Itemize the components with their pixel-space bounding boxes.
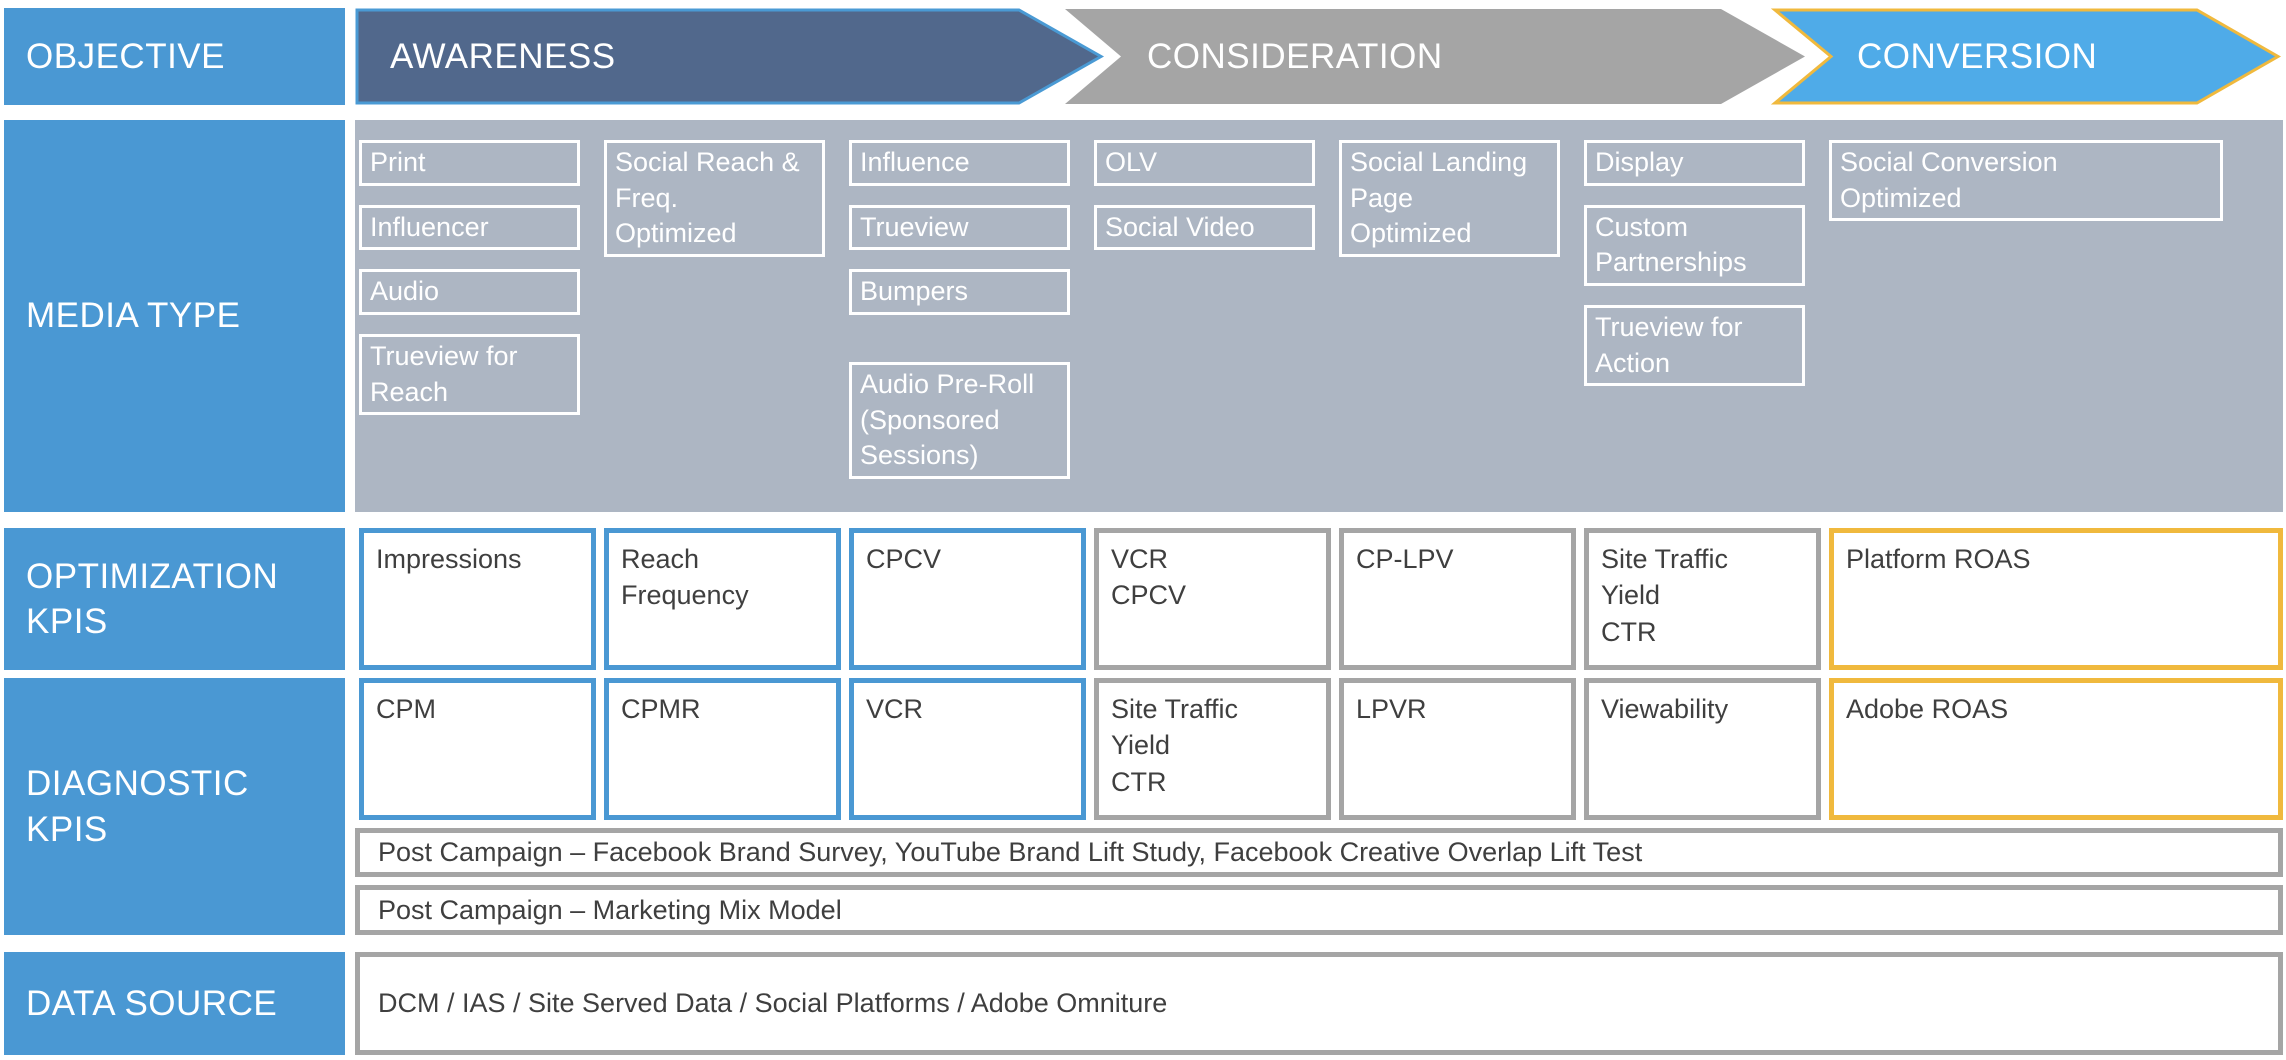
optimization-kpi-box: VCR CPCV xyxy=(1094,528,1331,670)
media-type-box: Influence xyxy=(849,140,1070,186)
media-column-awareness-2: Social Reach & Freq. Optimized xyxy=(604,140,841,479)
funnel-arrows-graphic xyxy=(355,8,2282,105)
optimization-kpi-box: CP-LPV xyxy=(1339,528,1576,670)
media-type-box: Audio xyxy=(359,269,580,315)
optimization-kpi-box: Reach Frequency xyxy=(604,528,841,670)
media-column-conversion-2: Social Conversion Optimized xyxy=(1829,140,2283,479)
diagnostic-kpi-box: Viewability xyxy=(1584,678,1821,820)
diagnostic-kpi-box: LPVR xyxy=(1339,678,1576,820)
media-column-awareness-1: Print Influencer Audio Trueview for Reac… xyxy=(359,140,596,479)
consideration-arrow xyxy=(1065,9,1805,104)
media-type-box: Print xyxy=(359,140,580,186)
funnel-stage-arrows: AWARENESS CONSIDERATION CONVERSION xyxy=(355,8,2283,105)
media-type-box: Trueview for Action xyxy=(1584,304,1805,387)
row-label-data-source: DATA SOURCE xyxy=(4,952,345,1055)
media-type-box: Bumpers xyxy=(849,269,1070,315)
media-type-box: Social Conversion Optimized xyxy=(1829,140,2223,222)
optimization-kpi-box: Site Traffic Yield CTR xyxy=(1584,528,1821,670)
media-type-box: Social Reach & Freq. Optimized xyxy=(604,140,825,257)
conversion-arrow xyxy=(1770,8,2282,105)
diagnostic-kpi-box: CPM xyxy=(359,678,596,820)
diagnostic-kpi-box: VCR xyxy=(849,678,1086,820)
row-label-media-type: MEDIA TYPE xyxy=(4,120,345,512)
row-label-diagnostic-kpis: DIAGNOSTIC KPIS xyxy=(4,678,345,935)
media-column-consideration-2: Social Landing Page Optimized xyxy=(1339,140,1576,479)
row-label-objective: OBJECTIVE xyxy=(4,8,345,105)
media-type-box: Trueview xyxy=(849,204,1070,251)
media-type-panel: Print Influencer Audio Trueview for Reac… xyxy=(355,120,2283,512)
media-type-box: Audio Pre-Roll (Sponsored Sessions) xyxy=(849,361,1070,479)
media-column-consideration-1: OLV Social Video xyxy=(1094,140,1331,479)
media-column-conversion-1: Display Custom Partnerships Trueview for… xyxy=(1584,140,1821,479)
diagnostic-kpi-row: CPM CPMR VCR Site Traffic Yield CTR LPVR… xyxy=(355,678,2283,820)
media-type-box: OLV xyxy=(1094,140,1315,186)
diagnostic-kpi-box: Site Traffic Yield CTR xyxy=(1094,678,1331,820)
optimization-kpi-box: Impressions xyxy=(359,528,596,670)
diagnostic-kpi-box: CPMR xyxy=(604,678,841,820)
media-type-box: Custom Partnerships xyxy=(1584,204,1805,286)
optimization-kpi-box: Platform ROAS xyxy=(1829,528,2283,670)
post-campaign-bar-brand-studies: Post Campaign – Facebook Brand Survey, Y… xyxy=(355,828,2283,877)
stage-awareness-label: AWARENESS xyxy=(390,36,616,76)
media-type-box: Social Landing Page Optimized xyxy=(1339,140,1560,257)
media-type-box: Social Video xyxy=(1094,204,1315,251)
row-label-optimization-kpis: OPTIMIZATION KPIS xyxy=(4,528,345,670)
stage-conversion-label: CONVERSION xyxy=(1857,36,2098,76)
media-type-box: Display xyxy=(1584,140,1805,186)
diagnostic-kpi-box: Adobe ROAS xyxy=(1829,678,2283,820)
post-campaign-bar-mmm: Post Campaign – Marketing Mix Model xyxy=(355,885,2283,935)
media-type-box: Influencer xyxy=(359,204,580,251)
stage-consideration-label: CONSIDERATION xyxy=(1147,36,1443,76)
optimization-kpi-row: Impressions Reach Frequency CPCV VCR CPC… xyxy=(355,528,2283,670)
data-source-box: DCM / IAS / Site Served Data / Social Pl… xyxy=(355,952,2283,1055)
optimization-kpi-box: CPCV xyxy=(849,528,1086,670)
awareness-arrow xyxy=(355,8,1105,105)
media-column-awareness-3: Influence Trueview Bumpers Audio Pre-Rol… xyxy=(849,140,1086,479)
media-type-box: Trueview for Reach xyxy=(359,333,580,416)
